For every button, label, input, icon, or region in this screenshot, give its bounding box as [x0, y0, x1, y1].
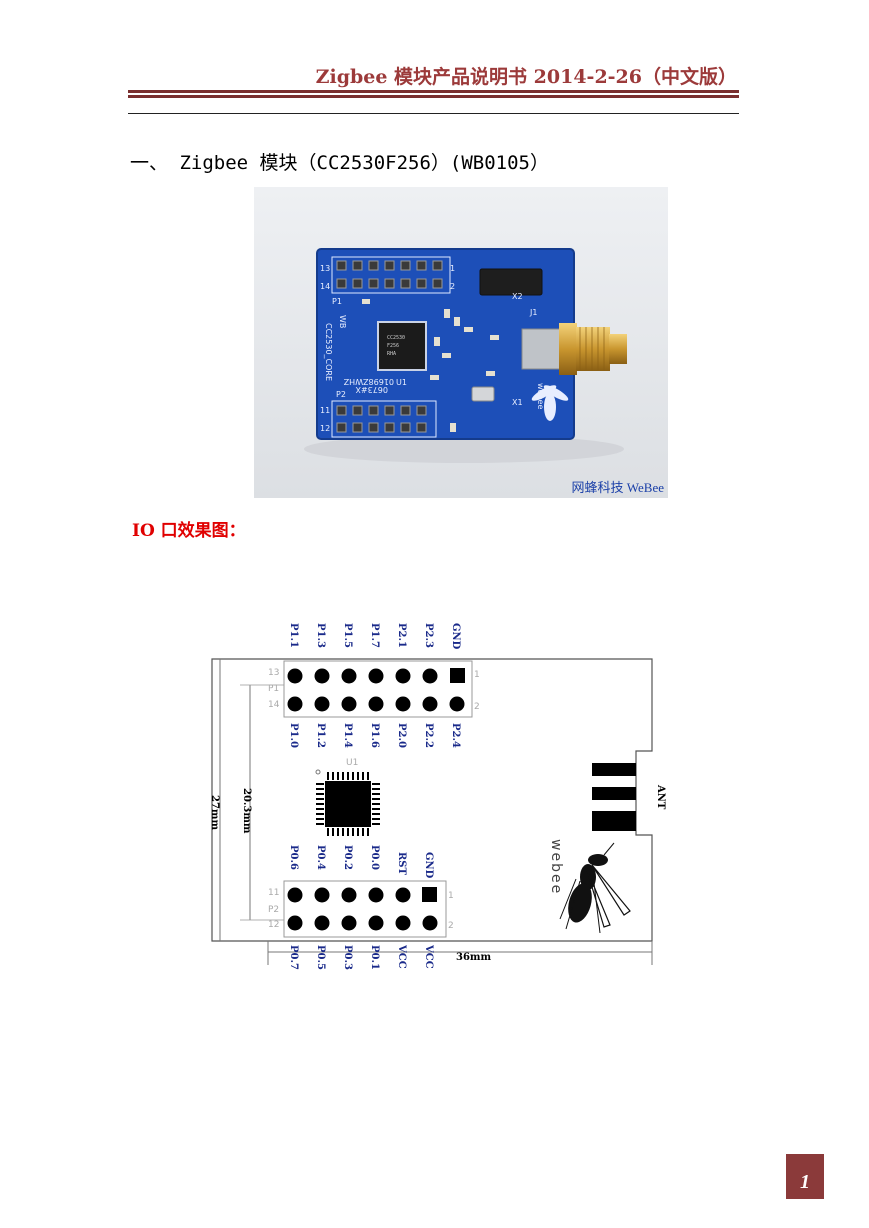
silk-wb: WB — [338, 315, 347, 328]
top-label-6: GND — [450, 623, 461, 650]
silk-num11: 11 — [320, 406, 330, 415]
wasp-icon — [559, 842, 631, 934]
page-number: 1 — [800, 1171, 810, 1193]
top-bottom-label-4: P2.0 — [396, 723, 407, 748]
io-diagram: 27mm 20.3mm 36mm 13 14 P1 1 2 11 12 P2 1… — [200, 615, 670, 985]
dim-width-label: 36mm — [456, 952, 491, 963]
silk-x1: X1 — [512, 398, 523, 407]
top-bottom-label-1: P1.2 — [315, 723, 326, 748]
diagram-p2-label: P2 — [268, 905, 279, 915]
ant-label: ANT — [655, 784, 666, 810]
top-label-2: P1.5 — [342, 623, 353, 648]
diagram-pin14: 14 — [268, 700, 280, 710]
bottom-bottom-label-4: VCC — [396, 944, 407, 969]
svg-text:F256: F256 — [387, 343, 399, 349]
silk-j1: J1 — [529, 308, 537, 317]
diagram-u1-label: U1 — [346, 758, 358, 768]
top-label-1: P1.3 — [315, 623, 326, 648]
header-rule-middle — [128, 95, 739, 98]
silk-num14: 14 — [320, 282, 330, 291]
io-diagram-title: IO 口效果图： — [132, 521, 246, 541]
photo-watermark: 网蜂科技 WeBee — [571, 480, 664, 495]
u1-chip-icon — [315, 769, 380, 836]
silk-p2: P2 — [336, 390, 346, 399]
bottom-label-4: RST — [396, 852, 407, 876]
section-heading: 一、 Zigbee 模块（CC2530F256）(WB0105） — [130, 152, 549, 174]
header-rule-thin — [128, 113, 739, 114]
bottom-bottom-label-5: VCC — [423, 944, 434, 969]
top-bottom-label-2: P1.4 — [342, 723, 353, 748]
antenna-icon — [592, 763, 636, 831]
top-label-4: P2.1 — [396, 623, 407, 648]
silk-serial: 0673#X — [355, 385, 388, 394]
top-bottom-label-6: P2.4 — [450, 723, 461, 748]
bottom-bottom-label-2: P0.3 — [342, 945, 353, 970]
top-label-5: P2.3 — [423, 623, 434, 648]
page-number-box: 1 — [786, 1154, 824, 1197]
webee-logo: webee — [548, 839, 631, 934]
wasp-logo-icon — [531, 385, 569, 421]
diagram-pin13: 13 — [268, 668, 279, 678]
bottom-bottom-label-1: P0.5 — [315, 945, 326, 970]
svg-text:RHA: RHA — [387, 351, 396, 357]
bottom-label-5: GND — [423, 852, 434, 879]
silk-core: CC2530_CORE — [324, 323, 333, 381]
svg-text:CC2530: CC2530 — [387, 335, 405, 341]
diagram-pin11: 11 — [268, 888, 279, 898]
diagram-pin1a: 1 — [474, 670, 480, 680]
top-bottom-label-5: P2.2 — [423, 723, 434, 748]
bottom-label-1: P0.4 — [315, 845, 326, 870]
diagram-pin12: 12 — [268, 920, 279, 930]
io-diagram-drawing: 27mm 20.3mm 36mm 13 14 P1 1 2 11 12 P2 1… — [209, 623, 666, 970]
silk-num13: 13 — [320, 264, 330, 273]
silk-x2: X2 — [512, 292, 523, 301]
header-rule-top — [128, 90, 739, 93]
bottom-label-2: P0.2 — [342, 845, 353, 870]
diagram-pin1b: 1 — [448, 891, 454, 901]
bottom-label-3: P0.0 — [369, 845, 380, 870]
diagram-pin2b: 2 — [448, 921, 454, 931]
document-header-title: Zigbee 模块产品说明书 2014-2-26（中文版） — [315, 66, 737, 88]
silk-num2: 2 — [450, 282, 455, 291]
diagram-brand: webee — [548, 839, 564, 895]
silk-p1: P1 — [332, 297, 342, 306]
dim-height-label: 27mm — [209, 795, 220, 830]
silk-num1: 1 — [450, 264, 455, 273]
top-label-0: P1.1 — [288, 623, 299, 648]
dim-pitch-label: 20.3mm — [241, 788, 252, 834]
silk-code: 01698ZWHZ — [343, 377, 394, 386]
top-bottom-label-0: P1.0 — [288, 723, 299, 748]
silk-u1: U1 — [396, 378, 407, 387]
diagram-p1-label: P1 — [268, 684, 279, 694]
top-bottom-label-3: P1.6 — [369, 723, 380, 748]
diagram-pin2a: 2 — [474, 702, 480, 712]
silk-num12: 12 — [320, 424, 330, 433]
bottom-bottom-label-0: P0.7 — [288, 945, 299, 970]
page-number-underline — [786, 1197, 824, 1199]
bottom-bottom-label-3: P0.1 — [369, 945, 380, 970]
top-label-3: P1.7 — [369, 623, 380, 648]
bottom-label-0: P0.6 — [288, 845, 299, 870]
